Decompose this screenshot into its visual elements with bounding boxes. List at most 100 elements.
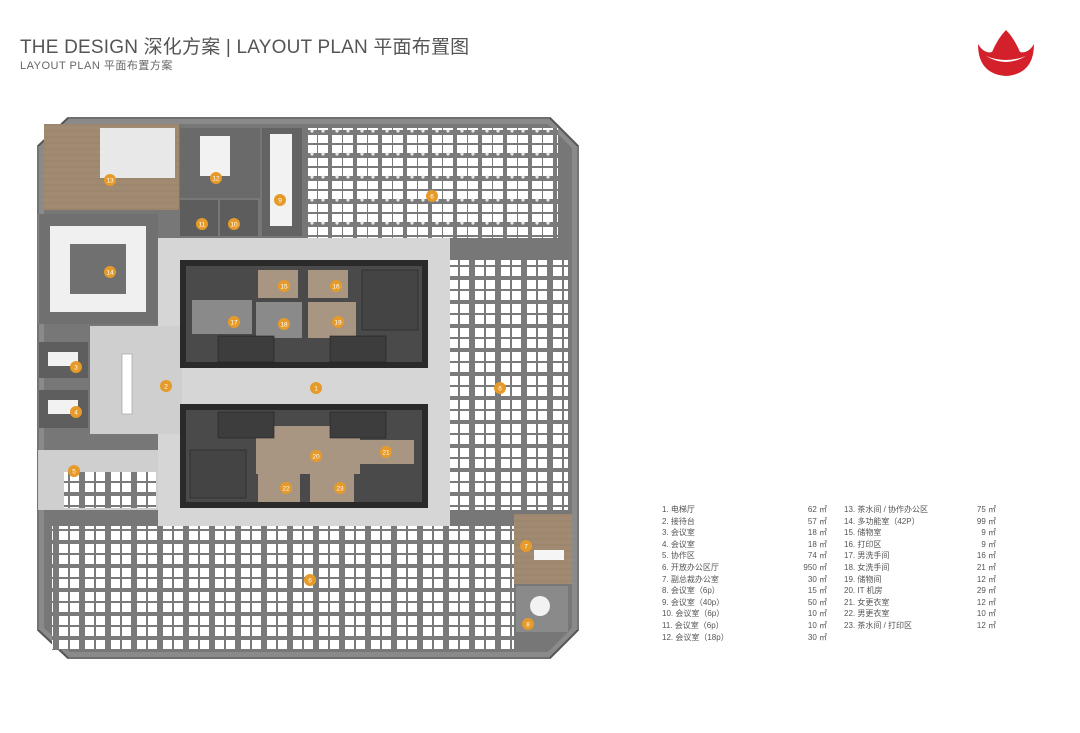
room-marker-dot — [310, 450, 322, 462]
legend-room-name: 7. 副总裁办公室 — [662, 574, 719, 584]
room-marker-label: 6 — [430, 193, 434, 200]
legend-room-area: 18 ㎡ — [807, 539, 827, 549]
room-marker-3: 3 — [70, 361, 82, 373]
legend-room-name: 20. IT 机房 — [844, 586, 883, 596]
room-marker-dot — [520, 540, 532, 552]
room-marker-22: 22 — [280, 482, 292, 494]
window-frames — [37, 117, 579, 659]
legend-room-area: 99 ㎡ — [976, 516, 996, 526]
page-title: THE DESIGN 深化方案 | LAYOUT PLAN 平面布置图 — [20, 37, 470, 58]
legend-row: 2. 接待台 57 ㎡ — [662, 516, 832, 528]
legend-room-area: 30 ㎡ — [807, 632, 827, 642]
room-marker-label: 11 — [199, 221, 206, 228]
legend-room-name: 2. 接待台 — [662, 516, 695, 526]
zone-16-print — [308, 270, 348, 298]
room-marker-label: 7 — [524, 543, 528, 550]
zone-13-seating — [100, 128, 175, 178]
logo-white-arc — [986, 56, 1026, 62]
legend-room-name: 21. 女更衣室 — [844, 597, 890, 607]
legend-room-area: 12 ㎡ — [976, 574, 996, 584]
legend-row: 12. 会议室（18p）30 ㎡ — [662, 632, 832, 644]
room-marker-6: 6 — [304, 574, 316, 586]
zone-18-womens — [256, 302, 302, 338]
room-marker-label: 1 — [314, 385, 318, 392]
legend-room-area: 74 ㎡ — [807, 551, 827, 561]
legend-room-name: 1. 电梯厅 — [662, 505, 695, 514]
room-marker-dot — [494, 382, 506, 394]
legend-room-area: 12 ㎡ — [976, 597, 996, 607]
zone-12-table — [200, 136, 230, 176]
room-marker-12: 12 — [210, 172, 222, 184]
zone-23-pantry — [310, 474, 354, 502]
legend-row: 14. 多功能室（42P）99 ㎡ — [844, 516, 1004, 528]
room-marker-dot — [380, 446, 392, 458]
elevator-lower-a — [217, 411, 275, 439]
room-marker-6: 6 — [494, 382, 506, 394]
legend-room-area: 75 ㎡ — [976, 505, 996, 514]
legend-room-area: 15 ㎡ — [807, 586, 827, 596]
legend-room-name: 23. 茶水间 / 打印区 — [844, 620, 913, 630]
room-marker-label: 19 — [334, 319, 342, 326]
zone-19-storage — [308, 302, 356, 338]
legend-room-name: 4. 会议室 — [662, 539, 695, 549]
legend-room-name: 11. 会议室（6p） — [662, 620, 724, 630]
legend-room-area: 18 ㎡ — [807, 528, 827, 538]
legend-room-area: 10 ㎡ — [976, 609, 996, 619]
room-marker-dot — [160, 380, 172, 392]
room-marker-dot — [70, 406, 82, 418]
corridor-middle — [158, 368, 450, 404]
legend-row: 9. 会议室（40p）50 ㎡ — [662, 597, 832, 609]
room-marker-label: 12 — [212, 175, 220, 182]
room-marker-label: 20 — [312, 453, 320, 460]
room-marker-label: 2 — [164, 383, 168, 390]
room-marker-dot — [280, 482, 292, 494]
room-marker-dot — [304, 574, 316, 586]
legend-room-area: 16 ㎡ — [976, 551, 996, 561]
reception-desk — [121, 353, 133, 415]
zone-11-meeting — [180, 200, 218, 236]
zone-6-right-desks — [450, 260, 568, 510]
brand-logo — [978, 30, 1034, 76]
legend-room-area: 57 ㎡ — [807, 516, 827, 526]
room-marker-dot — [70, 361, 82, 373]
legend-room-name: 9. 会议室（40p） — [662, 597, 725, 607]
room-marker-dot — [104, 174, 116, 186]
room-marker-dot — [334, 482, 346, 494]
room-marker-21: 21 — [380, 446, 392, 458]
legend-row: 20. IT 机房 29 ㎡ — [844, 585, 1004, 597]
room-marker-label: 4 — [74, 409, 78, 416]
elevator-upper-b — [329, 335, 387, 363]
zone-10-meeting — [220, 200, 258, 236]
legend-room-area: 29 ㎡ — [976, 586, 996, 596]
room-marker-label: 23 — [336, 485, 344, 492]
room-marker-dot — [522, 618, 534, 630]
corridor-bottom — [158, 508, 450, 530]
room-marker-label: 18 — [280, 321, 288, 328]
room-marker-11: 11 — [196, 218, 208, 230]
room-marker-1: 1 — [310, 382, 322, 394]
room-marker-dot — [228, 316, 240, 328]
legend-row: 8. 会议室（6p）15 ㎡ — [662, 585, 832, 597]
room-marker-19: 19 — [332, 316, 344, 328]
legend-room-area: 62 ㎡ — [807, 505, 827, 514]
logo-shape — [978, 30, 1034, 76]
room-marker-20: 20 — [310, 450, 322, 462]
room-marker-dot — [332, 316, 344, 328]
legend-room-area: 10 ㎡ — [807, 620, 827, 630]
room-marker-dot — [278, 318, 290, 330]
legend-room-area: 9 ㎡ — [981, 539, 996, 549]
legend-room-name: 15. 储物室 — [844, 528, 882, 538]
room-marker-label: 6 — [308, 577, 312, 584]
room-marker-label: 9 — [278, 197, 282, 204]
